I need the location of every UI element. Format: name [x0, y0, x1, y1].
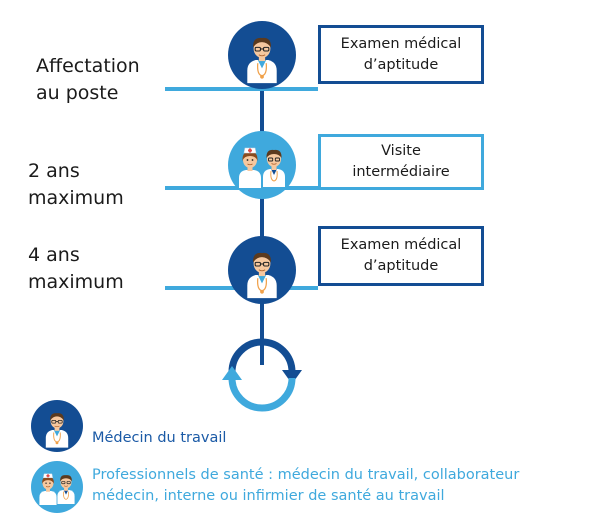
stage-label-line2: maximum [28, 187, 124, 209]
stage-box-line2: intermédiaire [352, 164, 450, 180]
stage-box-line2: d’aptitude [363, 258, 439, 274]
stage-label-2: 2 ans maximum [28, 158, 124, 212]
stage-label-line1: Affectation [36, 55, 140, 77]
stage-label-line2: au poste [36, 82, 119, 104]
doctor-icon [228, 21, 296, 89]
health-professionals-icon [228, 131, 296, 199]
legend-professionals-line1: Professionnels de santé : médecin du tra… [92, 467, 520, 483]
stage-label-line1: 4 ans [28, 244, 80, 266]
legend-professionals-label: Professionnels de santé : médecin du tra… [92, 465, 519, 507]
stage-box-1: Examen médical d’aptitude [318, 25, 484, 84]
doctor-icon [31, 400, 83, 452]
stage-label-line2: maximum [28, 271, 124, 293]
stage-box-2: Visite intermédiaire [318, 134, 484, 190]
legend-professionals-line2: médecin, interne ou infirmier de santé a… [92, 488, 445, 504]
health-professionals-icon [31, 461, 83, 513]
stage-label-line1: 2 ans [28, 160, 80, 182]
stage-box-3: Examen médical d’aptitude [318, 226, 484, 286]
doctor-icon [228, 236, 296, 304]
legend-doctor-label: Médecin du travail [92, 430, 227, 446]
stage-box-line1: Examen médical [340, 237, 462, 253]
stage-box-line1: Visite [381, 143, 421, 159]
stage-box-line2: d’aptitude [363, 56, 439, 73]
refresh-cycle-icon [222, 338, 302, 412]
stage-box-line1: Examen médical [340, 35, 462, 52]
stage-label-3: 4 ans maximum [28, 242, 124, 296]
stage-label-1: Affectation au poste [36, 53, 140, 107]
